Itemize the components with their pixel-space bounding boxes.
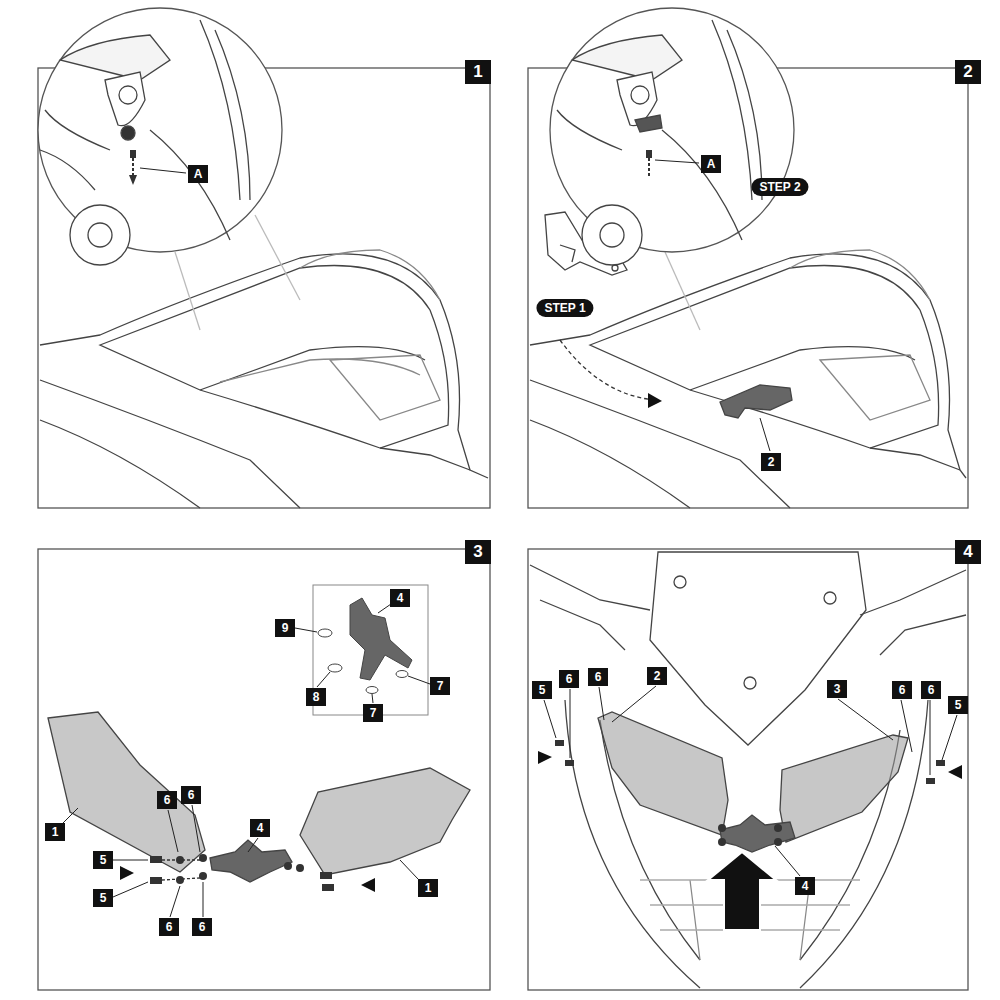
callout-number: 4 [250, 819, 270, 837]
callout-number: 7 [363, 704, 383, 722]
callout-number: 9 [275, 619, 295, 637]
callout-number: 4 [390, 589, 410, 607]
callout-number: A [701, 155, 721, 173]
shields-mounted [598, 712, 908, 852]
callout-number: 6 [181, 786, 201, 804]
callout-number: A [188, 165, 208, 183]
screws [555, 740, 945, 846]
callout-number: 6 [921, 681, 941, 699]
shield-assembly [48, 712, 470, 891]
panel-number: 4 [955, 540, 981, 564]
push-arrow [708, 852, 776, 930]
callout-number: 5 [93, 851, 113, 869]
callout-number: 1 [45, 823, 65, 841]
callout-number: 4 [795, 877, 815, 895]
detail-circle-2 [550, 8, 794, 265]
callout-number: 6 [192, 918, 212, 936]
callout-number: 3 [827, 680, 847, 698]
panel-number: 2 [955, 60, 981, 84]
callout-number: 6 [892, 681, 912, 699]
step-badge: STEP 1 [536, 299, 593, 317]
callout-number: 2 [761, 453, 781, 471]
callout-number: 2 [647, 667, 667, 685]
panel-number: 3 [465, 540, 491, 564]
detail-circle-1 [38, 8, 282, 265]
callout-number: 6 [588, 668, 608, 686]
callout-number: 8 [306, 688, 326, 706]
callout-number: 6 [559, 670, 579, 688]
callout-number: 1 [418, 879, 438, 897]
callout-number: 5 [532, 681, 552, 699]
parts-inset [313, 585, 428, 715]
callout-number: 6 [159, 918, 179, 936]
callout-number: 5 [93, 889, 113, 907]
panel-number: 1 [465, 60, 491, 84]
callout-number: 7 [430, 677, 450, 695]
headlight-view-2 [530, 250, 966, 508]
step-badge: STEP 2 [751, 178, 808, 196]
leader-lines [63, 160, 957, 917]
callout-number: 6 [157, 791, 177, 809]
front-view [530, 552, 966, 988]
callout-number: 5 [948, 696, 968, 714]
